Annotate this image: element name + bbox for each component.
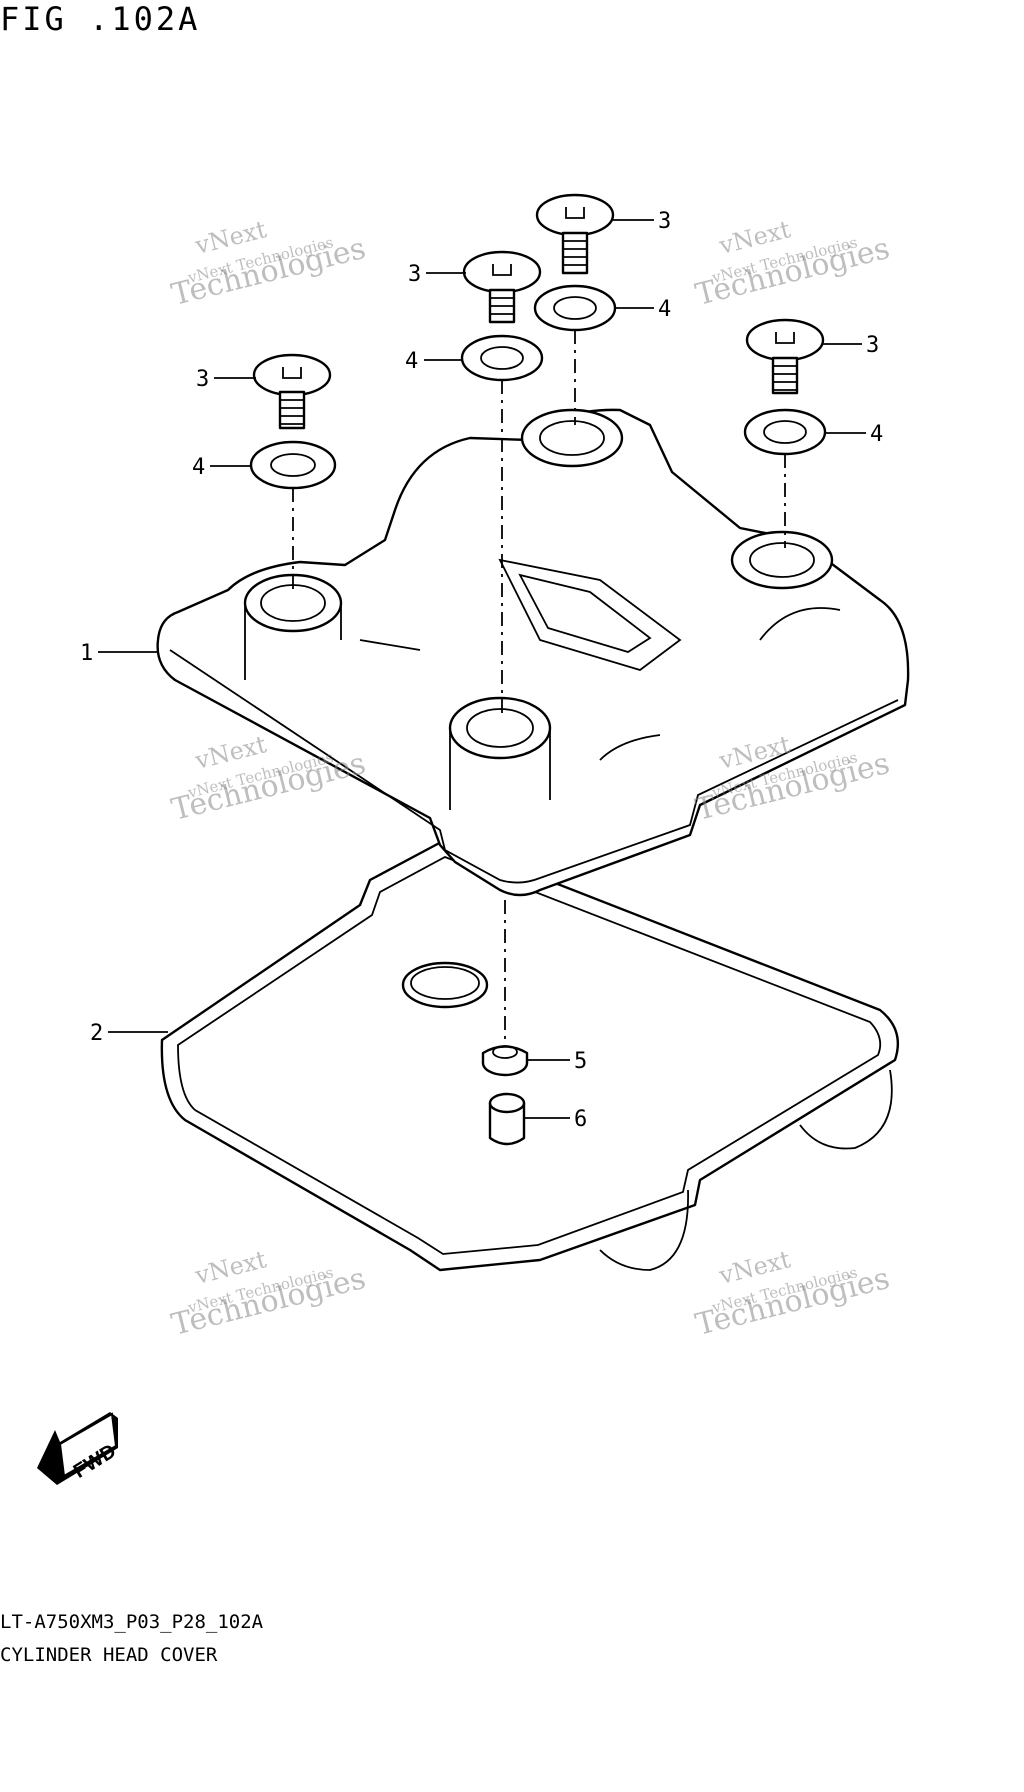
fwd-arrow-icon: FWD — [37, 1412, 120, 1485]
callout-4-rear-left: 4 — [192, 455, 205, 480]
bolt-center-right — [535, 193, 615, 275]
dowel-pin — [488, 1092, 526, 1146]
bolt-rear-left — [252, 353, 332, 430]
callout-4-center-left: 4 — [405, 349, 418, 374]
callout-3-rear-right: 3 — [866, 333, 879, 358]
watermark-bottom-left: vNext vNext Technologies Technologies — [168, 1245, 369, 1343]
callout-3-rear-left: 3 — [196, 367, 209, 392]
callout-3-center-right: 3 — [658, 209, 671, 234]
watermark-top-right: vNext vNext Technologies Technologies — [692, 215, 893, 313]
bolt-rear-right — [745, 318, 825, 395]
callout-6: 6 — [574, 1107, 587, 1132]
cylinder-head-cover — [156, 408, 910, 897]
callout-3-center-left: 3 — [408, 262, 421, 287]
leader-lines — [98, 219, 866, 1119]
bolt-center-left — [462, 250, 542, 324]
head-cover-gasket — [160, 838, 900, 1272]
diagram-caption: CYLINDER HEAD COVER — [0, 1644, 218, 1666]
callout-4-center-right: 4 — [658, 297, 671, 322]
watermark-bottom-right: vNext vNext Technologies Technologies — [692, 1245, 893, 1343]
figure-title: FIG .102A — [0, 0, 200, 38]
diagram-code: LT-A750XM3_P03_P28_102A — [0, 1611, 264, 1633]
callout-4-rear-right: 4 — [870, 422, 883, 447]
seal-ring — [481, 1045, 529, 1077]
callout-1: 1 — [80, 641, 93, 666]
callout-2: 2 — [90, 1021, 103, 1046]
assembly-lines — [292, 330, 786, 1040]
callout-5: 5 — [574, 1049, 587, 1074]
watermark-top-left: vNext vNext Technologies Technologies — [168, 215, 369, 313]
